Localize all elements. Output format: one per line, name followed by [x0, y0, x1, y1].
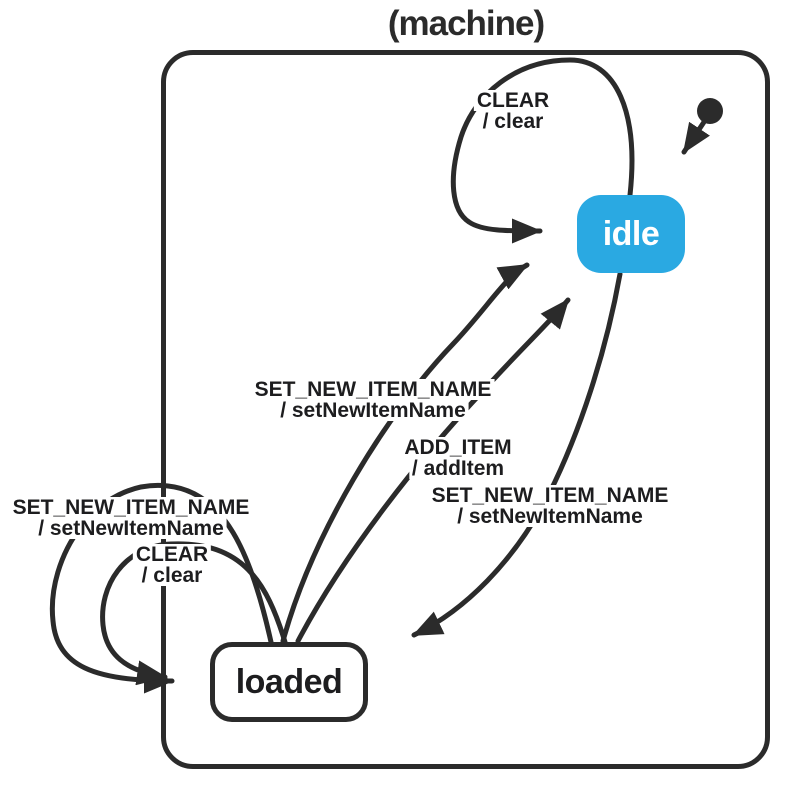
initial-transition-arrow [681, 119, 710, 155]
transition-label-idle-set-new-item-name[interactable]: SET_NEW_ITEM_NAME / setNewItemName [428, 485, 672, 527]
action-name: / setNewItemName [35, 518, 227, 539]
event-name: ADD_ITEM [401, 437, 515, 458]
transition-label-loaded-self-set-new-item-name[interactable]: SET_NEW_ITEM_NAME / setNewItemName [9, 497, 253, 539]
action-name: / clear [138, 565, 206, 586]
state-loaded: loaded [210, 642, 368, 722]
transition-arrow-loaded-clear-self [100, 541, 288, 686]
transition-label-idle-clear[interactable]: CLEAR / clear [473, 90, 553, 132]
transition-label-loaded-set-new-item-name[interactable]: SET_NEW_ITEM_NAME / setNewItemName [251, 379, 495, 421]
machine-title: (machine) [387, 4, 545, 43]
state-idle: idle [577, 195, 685, 273]
event-name: SET_NEW_ITEM_NAME [9, 497, 253, 518]
machine-container [161, 50, 770, 769]
action-name: / setNewItemName [454, 506, 646, 527]
action-name: / clear [479, 111, 547, 132]
state-idle-label: idle [602, 214, 660, 253]
transition-label-loaded-add-item[interactable]: ADD_ITEM / addItem [401, 437, 515, 479]
state-loaded-label: loaded [235, 662, 343, 701]
event-name: CLEAR [132, 544, 212, 565]
initial-state-dot [697, 98, 723, 124]
event-name: CLEAR [473, 90, 553, 111]
event-name: SET_NEW_ITEM_NAME [251, 379, 495, 400]
event-name: SET_NEW_ITEM_NAME [428, 485, 672, 506]
action-name: / setNewItemName [277, 400, 469, 421]
transition-label-loaded-self-clear[interactable]: CLEAR / clear [132, 544, 212, 586]
action-name: / addItem [408, 458, 508, 479]
